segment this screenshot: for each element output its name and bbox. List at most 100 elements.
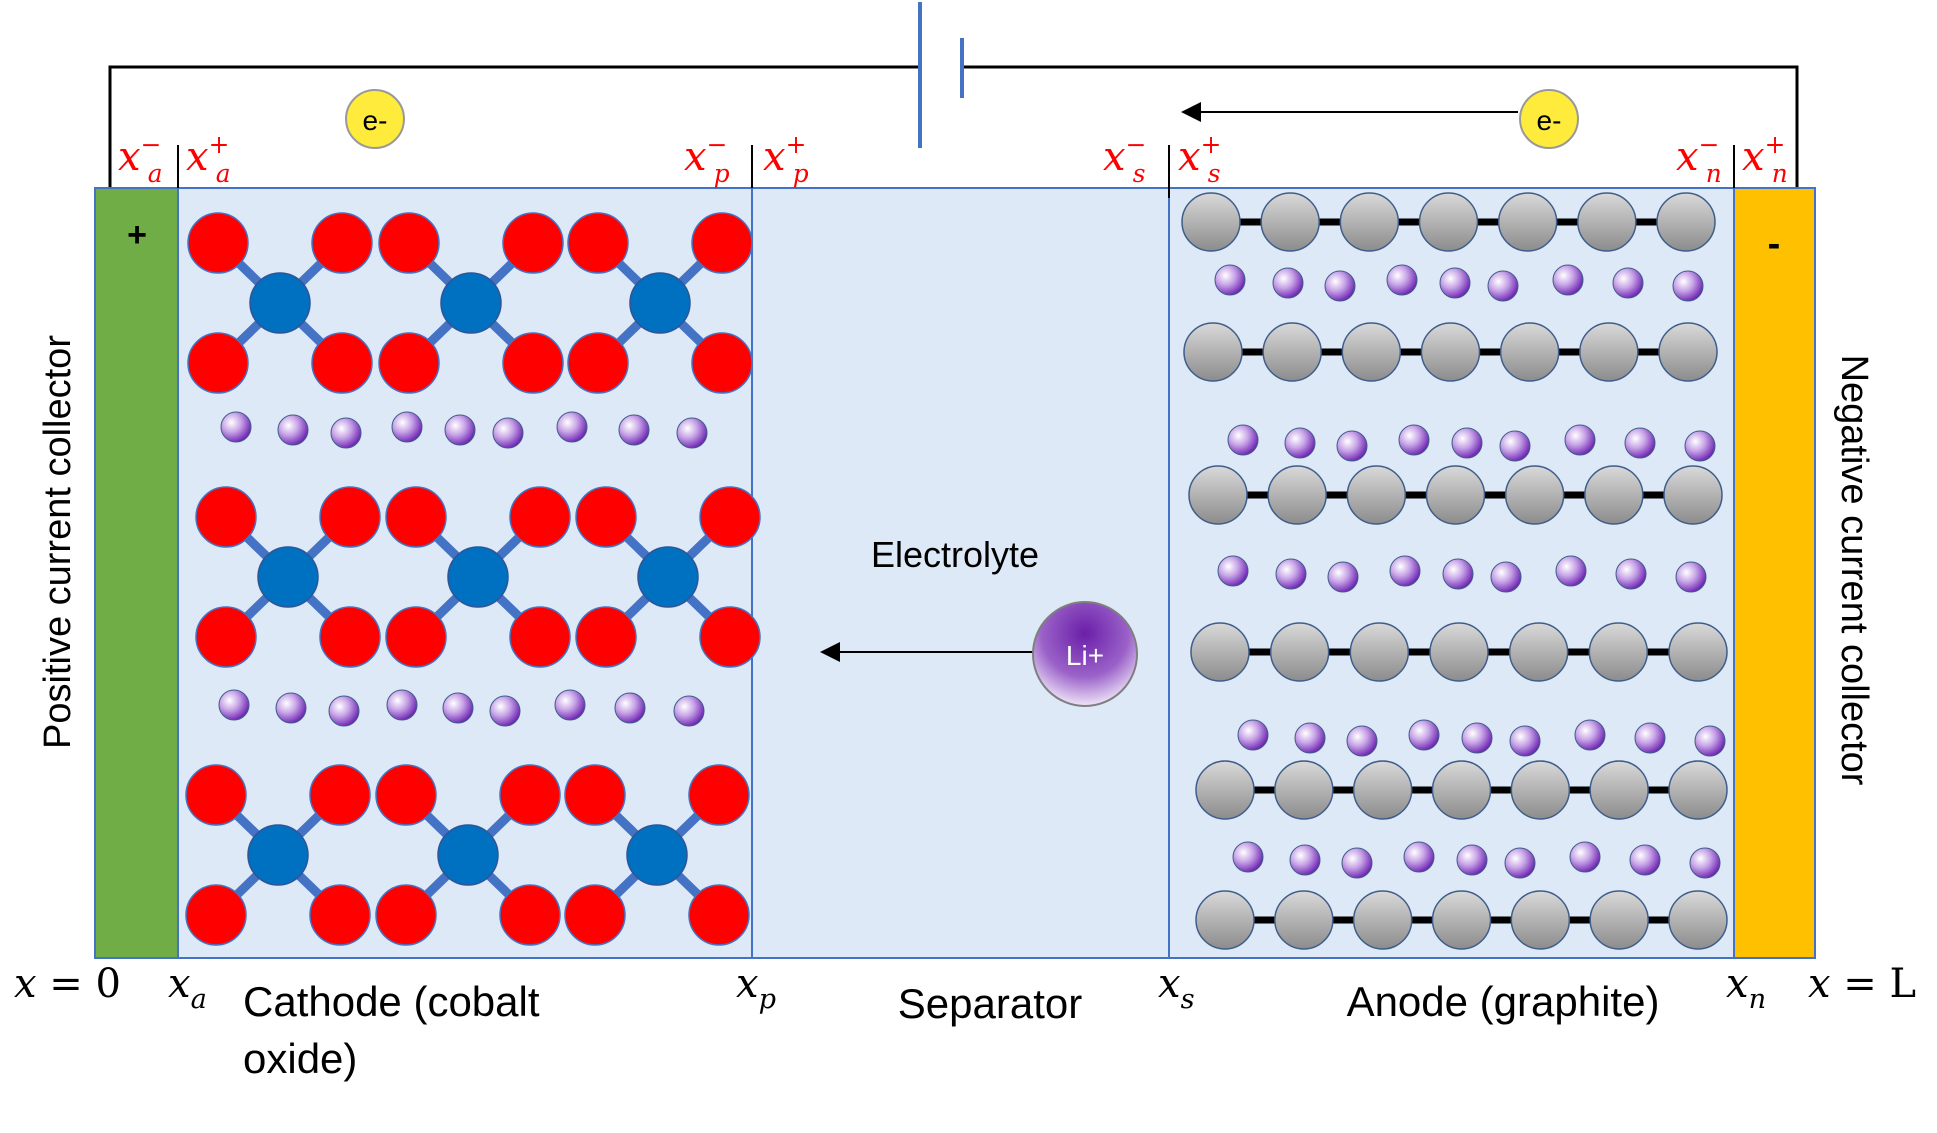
carbon-atom	[1510, 890, 1571, 950]
lithium-dot	[1574, 719, 1606, 751]
boundary-label-bottom: xa	[168, 961, 207, 1015]
carbon-atom	[1262, 322, 1322, 382]
lithium-dot	[1615, 558, 1647, 590]
oxygen-atom	[311, 332, 373, 394]
oxygen-atom	[311, 212, 373, 274]
oxygen-atom	[564, 884, 626, 946]
boundary-label-bottom: xn	[1726, 961, 1766, 1015]
boundary-label-top: x+s	[1178, 130, 1221, 188]
carbon-atom	[1668, 622, 1728, 682]
lithium-dot	[1629, 844, 1661, 876]
cobalt-atom	[249, 272, 311, 334]
carbon-atom	[1429, 622, 1489, 682]
oxygen-atom	[575, 486, 637, 548]
lithium-dot	[1336, 430, 1368, 462]
carbon-atom	[1497, 192, 1558, 252]
carbon-atom	[1274, 760, 1334, 820]
lithium-dot	[275, 692, 307, 724]
boundary-label-bottom: x = 0	[14, 961, 121, 1007]
boundary-label-top: x+p	[763, 130, 809, 188]
lithium-dot	[673, 695, 705, 727]
lithium-dot	[1451, 427, 1483, 459]
oxygen-atom	[309, 884, 371, 946]
oxygen-atom	[691, 212, 753, 274]
lithium-dot	[1461, 722, 1493, 754]
external-circuit	[108, 2, 1799, 188]
oxygen-atom	[699, 486, 761, 548]
carbon-atom	[1418, 192, 1479, 252]
carbon-atom	[1260, 192, 1320, 252]
oxygen-atom	[375, 764, 437, 826]
boundary-label-bottom: xp	[736, 961, 776, 1015]
carbon-atom	[1425, 465, 1486, 525]
lithium-dot	[1227, 424, 1259, 456]
oxygen-atom	[375, 884, 437, 946]
lithium-dot	[277, 414, 309, 446]
lithium-dot	[444, 414, 476, 446]
carbon-atom	[1431, 890, 1492, 950]
lithium-dot	[218, 689, 250, 721]
carbon-atom	[1349, 622, 1410, 682]
carbon-atom	[1352, 760, 1413, 820]
carbon-atom	[1588, 622, 1649, 682]
boundary-label-top: x−a	[118, 130, 163, 188]
lithium-dot	[1217, 555, 1249, 587]
oxygen-atom	[699, 606, 761, 668]
electron-left: e-	[345, 89, 405, 149]
lithium-dot	[1504, 847, 1536, 879]
lithium-dot	[328, 695, 360, 727]
oxygen-atom	[502, 212, 564, 274]
lithium-dot	[1499, 430, 1531, 462]
carbon-atom	[1579, 322, 1639, 382]
lithium-dot	[1487, 270, 1519, 302]
carbon-atom	[1508, 622, 1569, 682]
carbon-atom	[1658, 322, 1718, 382]
carbon-atom	[1339, 192, 1400, 252]
carbon-atom	[1504, 465, 1565, 525]
carbon-atom	[1352, 890, 1413, 950]
lithium-dot	[1272, 267, 1304, 299]
oxygen-atom	[378, 332, 440, 394]
lithium-dot	[1672, 270, 1704, 302]
lithium-dot	[1389, 555, 1421, 587]
lithium-dot	[1403, 841, 1435, 873]
carbon-atom	[1269, 622, 1330, 682]
lithium-dot	[1284, 427, 1316, 459]
lithium-dot	[1289, 844, 1321, 876]
oxygen-atom	[309, 764, 371, 826]
lithium-dot	[614, 692, 646, 724]
carbon-atom	[1190, 622, 1250, 682]
lithium-dot	[1509, 725, 1541, 757]
positive-collector-label: Positive current collector	[37, 335, 79, 749]
cell-body	[94, 187, 1816, 959]
boundary-label-top: x−s	[1103, 130, 1146, 188]
carbon-atom	[1267, 465, 1327, 525]
lithium-dot	[1237, 719, 1269, 751]
lithium-dot	[1341, 847, 1373, 879]
oxygen-atom	[688, 764, 750, 826]
lithium-dot	[1552, 264, 1584, 296]
carbon-atom	[1663, 465, 1723, 525]
carbon-atom	[1195, 760, 1255, 820]
oxygen-atom	[567, 332, 629, 394]
oxygen-atom	[378, 212, 440, 274]
lithium-dot	[1555, 555, 1587, 587]
cathode-label-line1: Cathode (cobalt	[243, 978, 540, 1025]
oxygen-atom	[499, 764, 561, 826]
negative-collector	[1733, 187, 1816, 959]
boundary-label-bottom: xs	[1158, 961, 1195, 1015]
lithium-dot	[1689, 847, 1721, 879]
electron-right: e-	[1181, 89, 1579, 149]
lithium-dot	[1386, 264, 1418, 296]
oxygen-atom	[185, 884, 247, 946]
positive-sign: +	[127, 216, 147, 254]
cobalt-atom	[447, 546, 509, 608]
lithium-dot	[1694, 725, 1726, 757]
cobalt-atom	[440, 272, 502, 334]
oxygen-atom	[499, 884, 561, 946]
anode-label: Anode (graphite)	[1347, 978, 1660, 1025]
lithium-dot	[1346, 725, 1378, 757]
cobalt-atom	[257, 546, 319, 608]
lithium-dot	[1612, 267, 1644, 299]
